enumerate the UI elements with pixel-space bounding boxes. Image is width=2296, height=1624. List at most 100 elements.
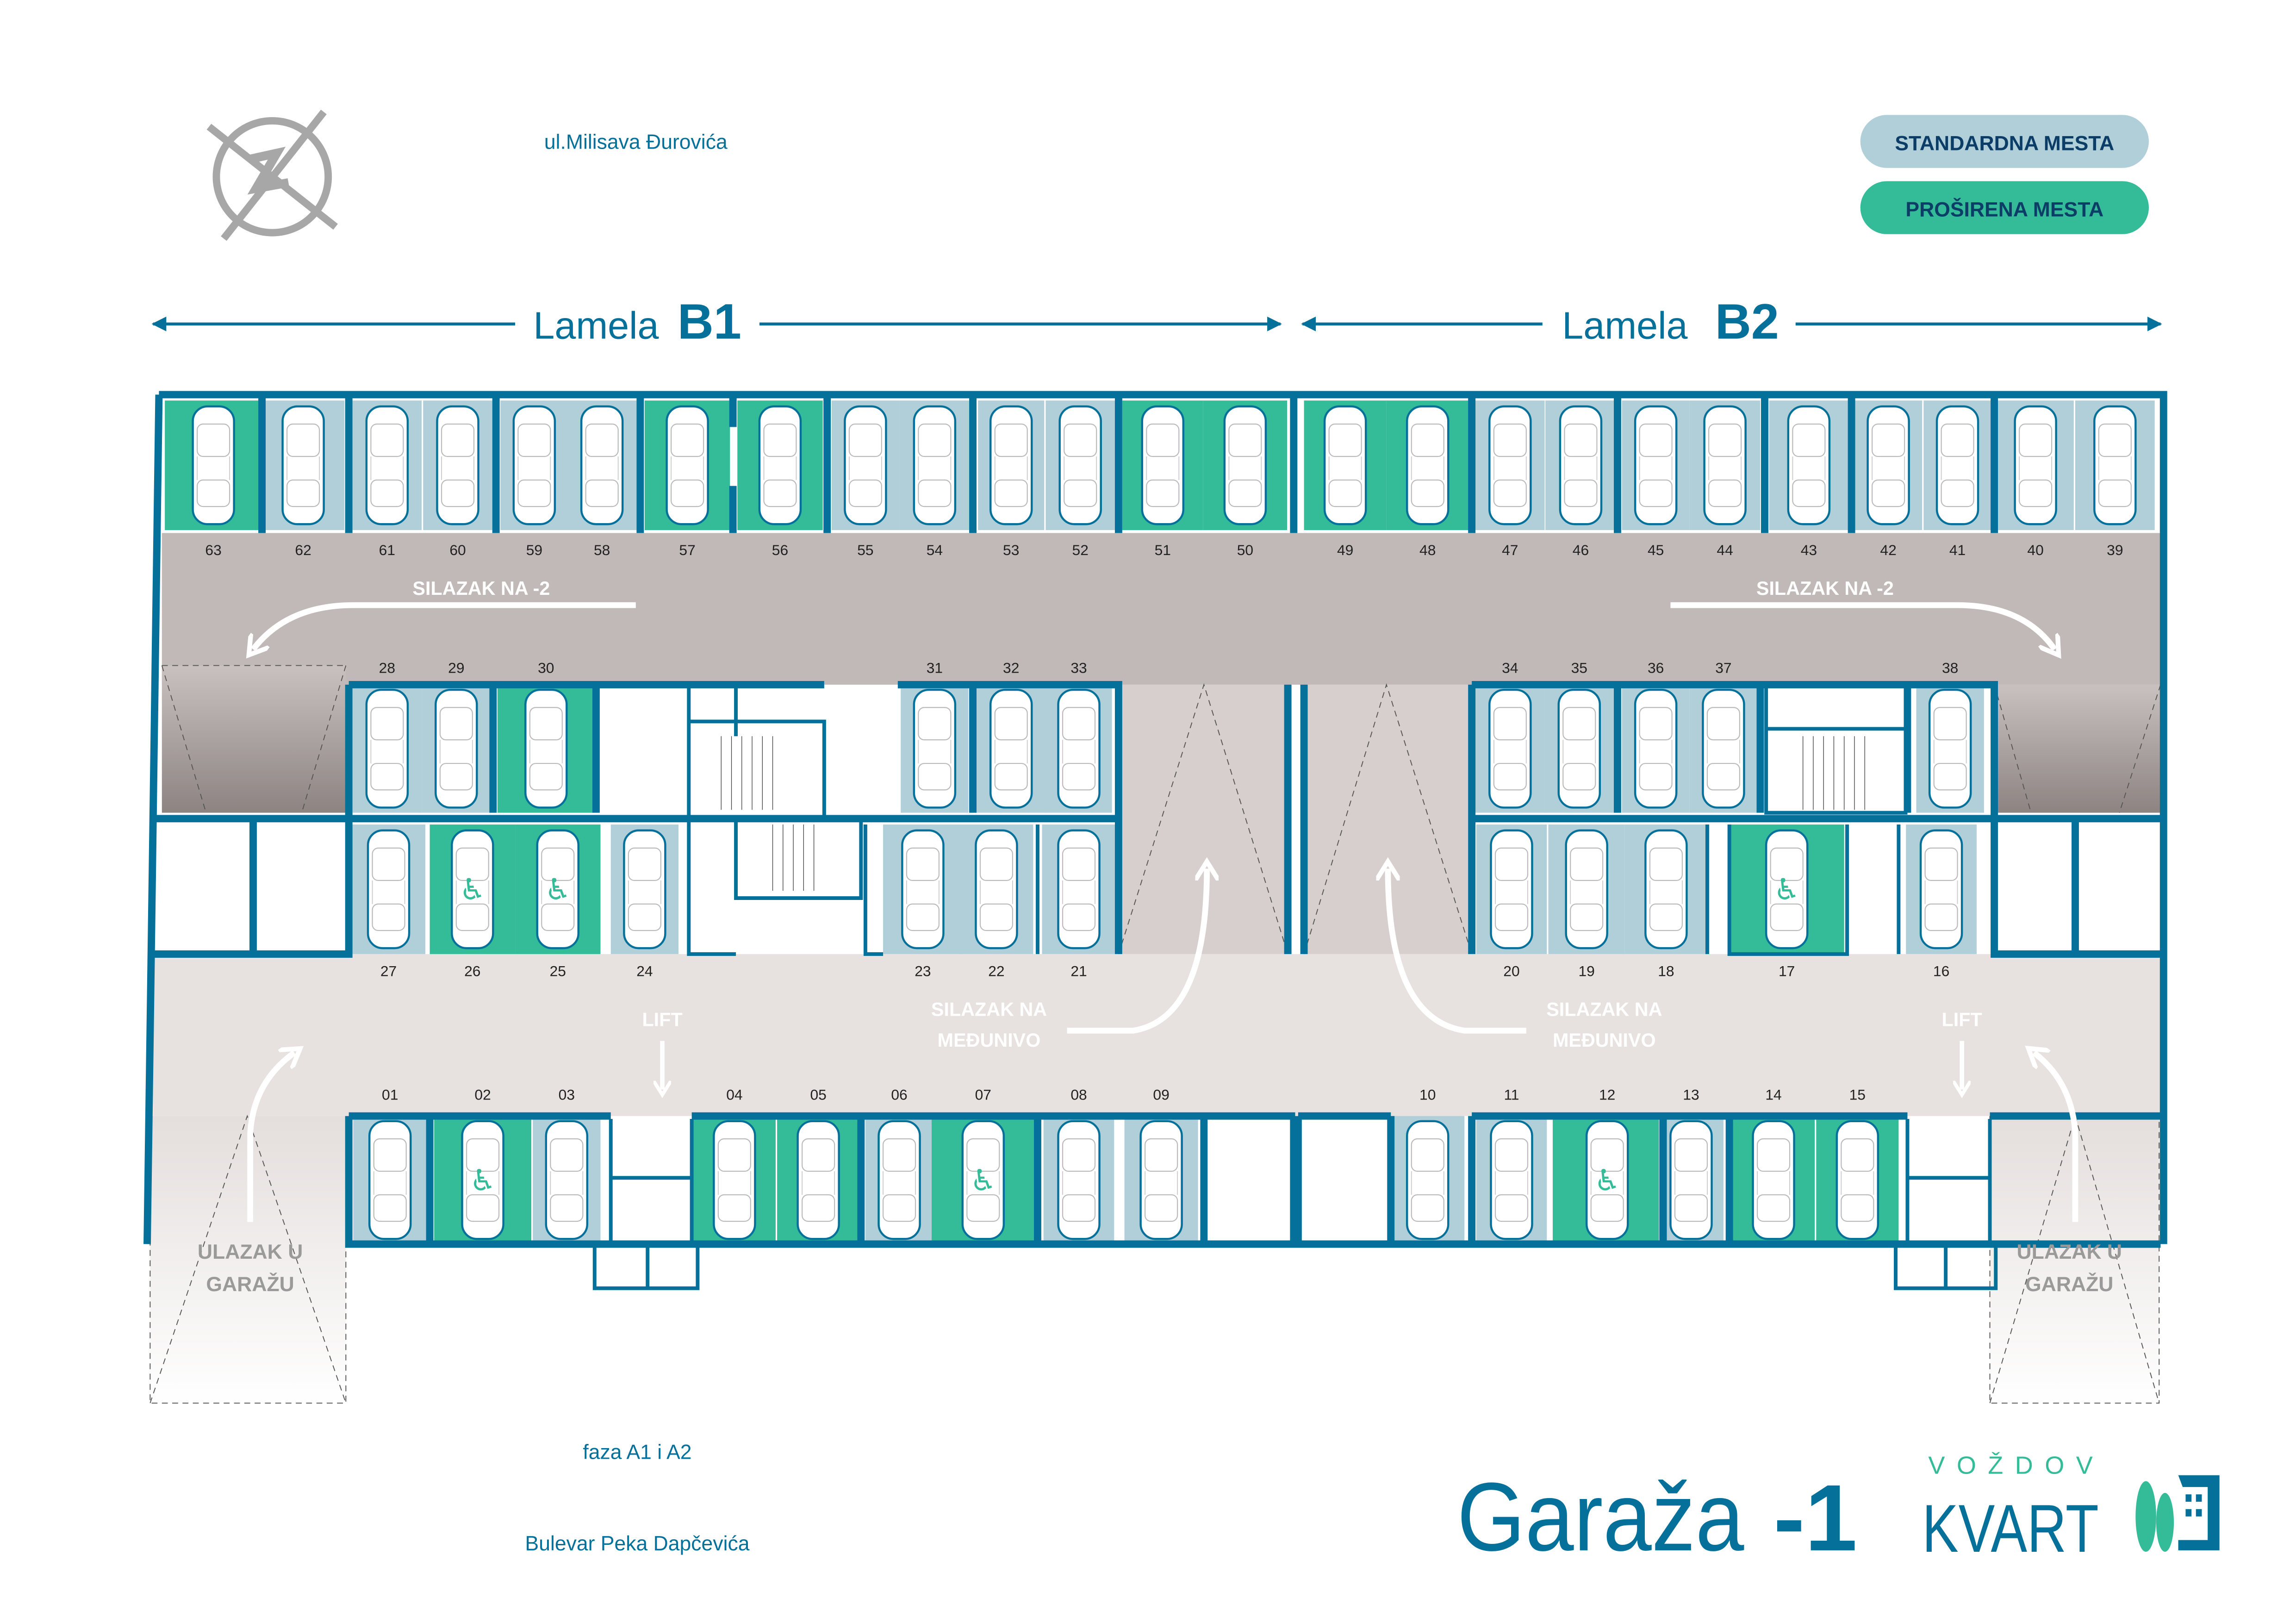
parking-spot-57: 57 bbox=[644, 400, 730, 558]
spot-number: 05 bbox=[810, 1087, 826, 1103]
page-title-level: -1 bbox=[1773, 1466, 1857, 1571]
spot-number: 57 bbox=[679, 542, 695, 558]
spot-number: 22 bbox=[988, 963, 1004, 980]
wheelchair-icon: ♿ bbox=[459, 872, 485, 906]
sign-mezz-left-2: MEĐUNIVO bbox=[938, 1030, 1041, 1051]
parking-spot-47: 47 bbox=[1475, 400, 1545, 558]
car-icon bbox=[1753, 1121, 1794, 1239]
upper-aisle bbox=[162, 533, 2161, 685]
spot-number: 24 bbox=[636, 963, 653, 980]
car-icon bbox=[1559, 690, 1600, 807]
car-icon bbox=[369, 1121, 411, 1239]
parking-spot-33: 33 bbox=[1045, 659, 1112, 813]
spot-number: 31 bbox=[927, 659, 943, 676]
sign-entry-left-2: GARAŽU bbox=[206, 1273, 294, 1296]
car-icon bbox=[990, 406, 1032, 524]
car-icon bbox=[667, 406, 708, 524]
spot-number: 54 bbox=[927, 542, 943, 558]
car-icon bbox=[1325, 406, 1366, 524]
legend-extended: PROŠIRENA MESTA bbox=[1860, 181, 2149, 234]
car-icon bbox=[2015, 406, 2056, 524]
spot-number: 10 bbox=[1419, 1087, 1436, 1103]
parking-spot-38: 38 bbox=[1916, 659, 1984, 813]
car-icon bbox=[798, 1121, 839, 1239]
parking-spot-23: 23 bbox=[883, 824, 963, 980]
parking-spot-53: 53 bbox=[978, 400, 1045, 558]
spot-number: 51 bbox=[1155, 542, 1171, 558]
spot-number: 30 bbox=[538, 659, 554, 676]
sign-down-right: SILAZAK NA -2 bbox=[1756, 578, 1894, 599]
spot-number: 53 bbox=[1003, 542, 1019, 558]
parking-spot-12: ♿12 bbox=[1553, 1087, 1662, 1244]
spot-number: 49 bbox=[1337, 542, 1353, 558]
car-icon bbox=[1635, 690, 1676, 807]
parking-spot-50: 50 bbox=[1203, 400, 1288, 558]
parking-spot-52: 52 bbox=[1045, 400, 1115, 558]
car-icon bbox=[1670, 1121, 1711, 1239]
spot-number: 45 bbox=[1648, 542, 1664, 558]
sign-lift-left: LIFT bbox=[642, 1009, 682, 1031]
car-icon bbox=[1058, 1121, 1100, 1239]
car-icon bbox=[367, 406, 408, 524]
parking-spot-60: 60 bbox=[423, 400, 492, 558]
car-icon bbox=[914, 406, 955, 524]
car-icon bbox=[1489, 690, 1531, 807]
spot-number: 58 bbox=[594, 542, 610, 558]
spot-number: 03 bbox=[559, 1087, 575, 1103]
spot-number: 17 bbox=[1779, 963, 1795, 980]
parking-spot-55: 55 bbox=[831, 400, 900, 558]
car-icon bbox=[1058, 690, 1100, 807]
wheelchair-icon: ♿ bbox=[970, 1163, 996, 1197]
parking-spot-46: 46 bbox=[1545, 400, 1616, 558]
parking-spot-27: 27 bbox=[352, 824, 426, 980]
parking-spot-24: 24 bbox=[610, 824, 679, 980]
spot-number: 09 bbox=[1153, 1087, 1169, 1103]
car-icon bbox=[1489, 406, 1531, 524]
parking-spot-18: 18 bbox=[1624, 824, 1707, 980]
parking-spot-09: 09 bbox=[1124, 1087, 1198, 1244]
spot-number: 25 bbox=[550, 963, 566, 980]
parking-spot-36: 36 bbox=[1622, 659, 1690, 813]
sign-lift-right: LIFT bbox=[1942, 1009, 1982, 1031]
car-icon bbox=[1937, 406, 1978, 524]
parking-spot-28: 28 bbox=[352, 659, 422, 813]
car-icon bbox=[624, 831, 665, 948]
wheelchair-icon: ♿ bbox=[1594, 1163, 1620, 1197]
spot-number: 46 bbox=[1573, 542, 1589, 558]
lamela-b1-code: B1 bbox=[678, 294, 741, 350]
car-icon bbox=[1921, 831, 1962, 948]
legend-standard: STANDARDNA MESTA bbox=[1860, 115, 2149, 168]
parking-spot-25: ♿25 bbox=[515, 824, 601, 980]
parking-spot-49: 49 bbox=[1304, 400, 1387, 558]
spot-number: 39 bbox=[2107, 542, 2123, 558]
car-icon bbox=[914, 690, 955, 807]
car-icon bbox=[367, 690, 408, 807]
spot-number: 34 bbox=[1502, 659, 1518, 676]
parking-spot-56: 56 bbox=[737, 400, 823, 558]
parking-spot-32: 32 bbox=[976, 659, 1047, 813]
spot-number: 48 bbox=[1419, 542, 1436, 558]
parking-spot-22: 22 bbox=[959, 824, 1033, 980]
parking-spot-13: 13 bbox=[1659, 1087, 1724, 1244]
lamela-b1-word: Lamela bbox=[533, 304, 659, 347]
parking-spot-01: 01 bbox=[353, 1087, 427, 1244]
parking-spot-02: ♿02 bbox=[434, 1087, 532, 1244]
north-compass-icon bbox=[206, 109, 338, 241]
parking-spot-07: ♿07 bbox=[932, 1087, 1035, 1244]
spot-number: 14 bbox=[1765, 1087, 1781, 1103]
car-icon bbox=[1645, 831, 1686, 948]
spot-number: 36 bbox=[1648, 659, 1664, 676]
parking-spot-41: 41 bbox=[1923, 400, 1991, 558]
parking-spot-40: 40 bbox=[1997, 400, 2074, 558]
spot-number: 63 bbox=[205, 542, 221, 558]
spot-number: 61 bbox=[379, 542, 395, 558]
spot-number: 08 bbox=[1070, 1087, 1087, 1103]
parking-spot-15: 15 bbox=[1816, 1087, 1899, 1244]
parking-spot-59: 59 bbox=[500, 400, 568, 558]
spot-number: 23 bbox=[915, 963, 931, 980]
car-icon bbox=[1703, 690, 1744, 807]
ramp-down-right bbox=[1994, 684, 2161, 813]
spot-number: 52 bbox=[1072, 542, 1089, 558]
car-icon bbox=[1058, 831, 1100, 948]
